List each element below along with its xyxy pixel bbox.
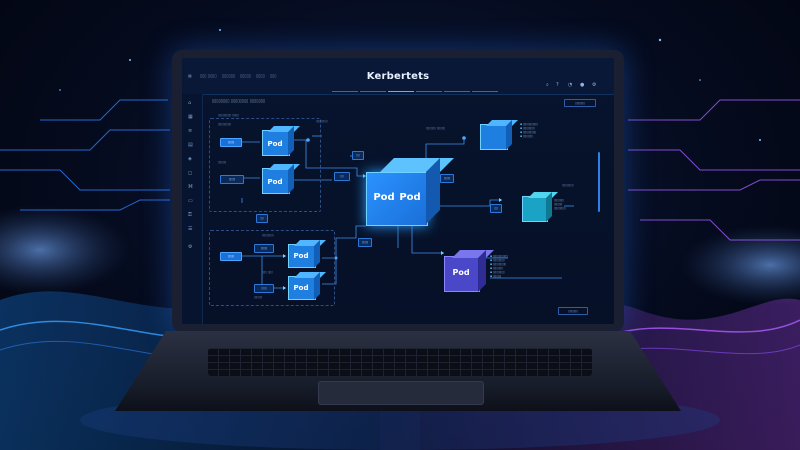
- search-icon[interactable]: ⌕: [546, 82, 549, 88]
- tab-6[interactable]: [472, 87, 498, 92]
- label-8: ▯▯▯▯▯: [254, 295, 263, 299]
- pod-cube-main[interactable]: Pod Pod: [366, 158, 454, 226]
- group-box-bottom-left: [209, 230, 335, 306]
- service-tag-8[interactable]: ▯▯▯▯: [358, 238, 372, 247]
- label-6: ▯▯▯▯▯▯▯: [262, 233, 274, 237]
- service-tag-3[interactable]: ▯▯▯▯: [220, 252, 242, 261]
- storage-icon[interactable]: ▭: [188, 198, 193, 204]
- pod-cube-teal[interactable]: [522, 192, 558, 222]
- service-tag-1[interactable]: ▯▯▯▯: [220, 138, 242, 147]
- bell-icon[interactable]: ◔: [568, 82, 573, 88]
- service-tag-4[interactable]: ▯▯▯▯: [254, 244, 274, 253]
- home-icon[interactable]: ⌂: [188, 100, 192, 106]
- footer-action-button[interactable]: ▯▯▯▯▯▯: [558, 307, 588, 315]
- info-list-bottom: ▪ ▯▯▯▯▯▯▯▯▯ ▪ ▯▯▯▯▯▯▯ ▪ ▯▯▯▯▯▯▯▯ ▪ ▯▯▯▯▯…: [490, 254, 508, 278]
- laptop-screen: ▦ ▯▯▯ ▯▯▯▯ ▯▯▯▯▯▯ ▯▯▯▯▯ ▯▯▯▯ ▯▯▯ Kerbert…: [182, 58, 614, 324]
- tab-5[interactable]: [444, 87, 470, 92]
- sidebar: ⌂ ▦ ≡ ▤ ◈ ◻ ⌘ ▭ ⚿ ☰ ⚙: [182, 94, 203, 324]
- breadcrumb: ▯▯▯▯▯▯▯▯ ▯▯▯▯▯▯▯▯ ▯▯▯▯▯▯▯: [212, 98, 266, 103]
- sidebar-settings-icon[interactable]: ⚙: [188, 244, 193, 250]
- service-tag-11[interactable]: ▯▯: [352, 151, 364, 160]
- user-icon[interactable]: ●: [580, 82, 585, 88]
- keyboard: [208, 348, 592, 376]
- info-list-top: ▪ ▯▯▯▯▯▯▯▯▯ ▪ ▯▯▯▯▯▯▯ ▪ ▯▯▯▯▯▯▯▯ ▪ ▯▯▯▯▯…: [520, 122, 538, 138]
- pod-cube-d[interactable]: Pod: [288, 240, 326, 268]
- help-icon[interactable]: ?: [556, 82, 559, 88]
- network-icon[interactable]: ⌘: [188, 184, 193, 190]
- pod-cube-violet[interactable]: Pod: [444, 250, 494, 292]
- info-list-right: ▯▯▯▯▯▯ ▯▯▯▯▯ ▯▯▯▯▯▯▯: [554, 198, 566, 210]
- pod-label-c: Pod: [293, 252, 309, 260]
- group-box-top-left: [209, 118, 321, 212]
- nodes-icon[interactable]: ◈: [188, 156, 192, 162]
- sparkles: [59, 29, 761, 141]
- app-title: Kerbertets: [366, 71, 430, 82]
- log-icon[interactable]: ☰: [188, 226, 193, 232]
- menu-item-3[interactable]: ▯▯▯▯▯: [240, 73, 252, 78]
- chart-icon[interactable]: ▤: [188, 142, 193, 148]
- menu-item-1[interactable]: ▯▯▯ ▯▯▯▯: [200, 73, 217, 78]
- settings-icon[interactable]: ⚙: [592, 82, 597, 88]
- pod-label-main-right: Pod: [399, 192, 421, 203]
- pod-label-d: Pod: [293, 284, 309, 292]
- pod-cube-e[interactable]: Pod: [288, 272, 326, 300]
- label-4: ▯▯▯▯▯▯▯: [316, 119, 328, 123]
- pod-label-a: Pod: [267, 140, 283, 148]
- scrollbar[interactable]: [598, 152, 600, 212]
- label-5: ▯▯▯▯▯▯ ▯▯▯▯▯: [426, 126, 446, 130]
- label-2: ▯▯▯▯▯▯▯▯: [218, 122, 232, 126]
- key-icon[interactable]: ⚿: [188, 212, 192, 218]
- pod-label-b: Pod: [267, 178, 283, 186]
- tab-2[interactable]: [360, 87, 386, 92]
- service-tag-9[interactable]: ▯▯▯▯: [440, 174, 454, 183]
- menu-item-2[interactable]: ▯▯▯▯▯▯: [222, 73, 236, 78]
- menu-item-5[interactable]: ▯▯▯: [270, 73, 277, 78]
- service-tag-10[interactable]: ▯▯: [490, 204, 502, 213]
- window-icon[interactable]: ▦: [188, 73, 192, 78]
- pod-cube-b[interactable]: Pod: [262, 164, 300, 194]
- label-3: ▯▯▯▯▯: [218, 160, 227, 164]
- label-9: ▯▯▯▯▯▯▯: [562, 183, 574, 187]
- cloud-left: [0, 205, 130, 295]
- tab-3[interactable]: [388, 87, 414, 92]
- pod-label-main-left: Pod: [373, 192, 395, 203]
- pod-cube-a[interactable]: Pod: [262, 126, 300, 156]
- top-bar: ▦ ▯▯▯ ▯▯▯▯ ▯▯▯▯▯▯ ▯▯▯▯▯ ▯▯▯▯ ▯▯▯ Kerbert…: [182, 58, 614, 95]
- label-7: ▯▯▯ ▯▯▯: [262, 270, 273, 274]
- pod-cube-c[interactable]: [480, 120, 518, 150]
- trackpad: [318, 381, 484, 405]
- service-tag-5[interactable]: ▯▯▯: [254, 284, 274, 293]
- circuit-lines-right: [628, 99, 800, 241]
- service-tag-2[interactable]: ▯▯▯▯: [220, 175, 244, 184]
- cloud-right: [680, 225, 800, 305]
- menu-item-4[interactable]: ▯▯▯▯: [256, 73, 265, 78]
- grid-icon[interactable]: ▦: [188, 114, 193, 120]
- tab-1[interactable]: [332, 87, 358, 92]
- layers-icon[interactable]: ≡: [188, 128, 193, 134]
- circuit-lines-left: [0, 99, 170, 211]
- service-tag-6[interactable]: ▯▯: [334, 172, 350, 181]
- box-icon[interactable]: ◻: [188, 170, 193, 176]
- service-tag-7[interactable]: ▯▯: [256, 214, 268, 223]
- label-1: ▯▯▯▯▯▯▯▯ ▯▯▯▯: [218, 113, 239, 117]
- header-action-button[interactable]: ▯▯▯▯▯▯: [564, 99, 596, 107]
- tab-4[interactable]: [416, 87, 442, 92]
- pod-label-e: Pod: [452, 268, 470, 277]
